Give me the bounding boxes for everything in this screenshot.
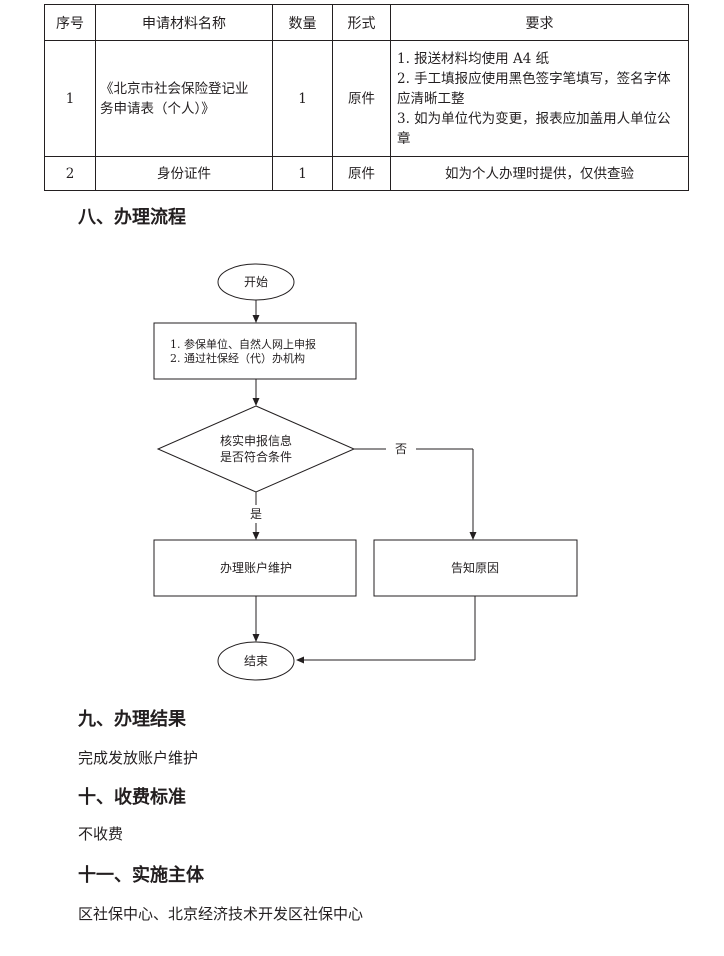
arrowhead-down	[252, 315, 260, 323]
cell-form: 原件	[332, 40, 391, 157]
decision-diamond	[156, 405, 356, 493]
process-flowchart: 开始 1. 参保单位、自然人网上申报 2. 通过社保经（代）办机构 核实申报信息…	[153, 263, 578, 681]
submit-step-line1: 1. 参保单位、自然人网上申报	[170, 337, 316, 351]
arrowhead-down	[252, 398, 260, 406]
no-branch-label: 否	[395, 442, 407, 456]
requirement-item: 2. 手工填报应使用黑色签字笔填写，签名字体应清晰工整	[397, 70, 671, 107]
decision-line1: 核实申报信息	[220, 433, 292, 448]
cell-material-name: 身份证件	[95, 156, 273, 191]
header-form: 形式	[332, 4, 391, 41]
arrowhead-down	[252, 532, 260, 540]
header-material-name: 申请材料名称	[95, 4, 273, 41]
requirement-item: 3. 如为单位代为变更，报表应加盖用人单位公章	[397, 110, 671, 147]
account-maintenance-label: 办理账户维护	[220, 560, 292, 575]
header-quantity: 数量	[272, 4, 333, 41]
cell-no: 2	[44, 156, 96, 191]
cell-material-name: 《北京市社会保险登记业务申请表（个人）》	[95, 40, 273, 157]
header-requirement: 要求	[390, 4, 689, 41]
table-row: 2 身份证件 1 原件 如为个人办理时提供，仅供查验	[44, 156, 689, 191]
cell-no: 1	[44, 40, 96, 157]
decision-line2: 是否符合条件	[220, 449, 292, 464]
requirement-item: 1. 报送材料均使用 A4 纸	[397, 50, 550, 67]
section-text-result: 完成发放账户维护	[78, 749, 199, 767]
submit-step-box	[153, 322, 357, 380]
materials-table: 序号 申请材料名称 数量 形式 要求 1 《北京市社会保险登记业务申请表（个人）…	[44, 4, 689, 191]
section-title-result: 九、办理结果	[78, 709, 186, 730]
cell-form: 原件	[332, 156, 391, 191]
start-label: 开始	[244, 275, 268, 289]
submit-step-line2: 2. 通过社保经（代）办机构	[170, 351, 305, 365]
table-header-row: 序号 申请材料名称 数量 形式 要求	[44, 4, 689, 41]
section-title-subject: 十一、实施主体	[78, 865, 204, 886]
yes-branch-label: 是	[250, 507, 262, 521]
arrowhead-left	[296, 656, 304, 664]
cell-requirement: 1. 报送材料均使用 A4 纸 2. 手工填报应使用黑色签字笔填写，签名字体应清…	[390, 40, 689, 157]
end-label: 结束	[244, 654, 268, 668]
section-text-fee: 不收费	[78, 825, 124, 843]
notify-reason-box	[373, 539, 578, 597]
section-title-fee: 十、收费标准	[78, 787, 186, 808]
cell-quantity: 1	[272, 156, 333, 191]
arrowhead-down	[469, 532, 477, 540]
section-title-process: 八、办理流程	[78, 207, 186, 228]
account-maintenance-box	[153, 539, 357, 597]
cell-quantity: 1	[272, 40, 333, 157]
table-row: 1 《北京市社会保险登记业务申请表（个人）》 1 原件 1. 报送材料均使用 A…	[44, 40, 689, 157]
notify-reason-label: 告知原因	[451, 561, 499, 575]
cell-requirement: 如为个人办理时提供，仅供查验	[390, 156, 689, 191]
section-text-subject: 区社保中心、北京经济技术开发区社保中心	[78, 905, 364, 923]
header-no: 序号	[44, 4, 96, 41]
arrowhead-down	[252, 634, 260, 642]
